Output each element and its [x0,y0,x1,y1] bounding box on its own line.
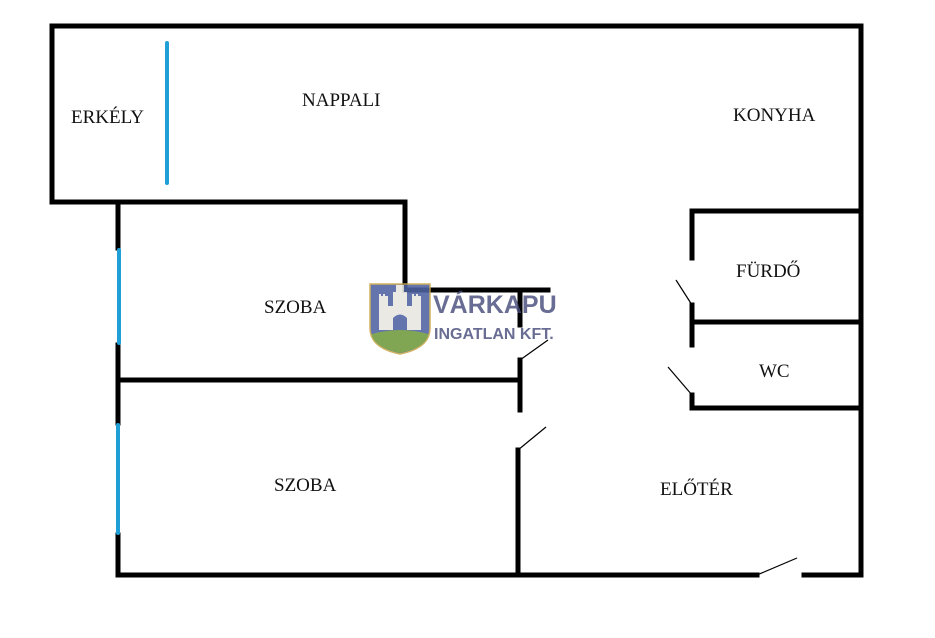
room-wall-upper [165,199,551,293]
room-label-erkely: ERKÉLY [71,106,144,128]
room-label-furdo: FÜRDŐ [736,260,800,282]
door-swing-upper-room [519,339,549,361]
room-label-konyha: KONYHA [733,105,816,126]
castle-shield-icon [369,283,431,355]
room-label-eloter: ELŐTÉR [660,478,733,500]
door-swing-lower-room [517,426,547,451]
logo-subtitle: INGATLAN KFT. [434,326,554,343]
door-swings [517,279,798,576]
door-swing-bathroom [675,279,693,306]
balcony-walls [49,23,171,205]
windows [116,41,169,535]
varkapu-logo: VÁRKAPU INGATLAN KFT. [369,283,557,355]
walls [49,23,864,578]
room-label-szoba-lower: SZOBA [274,475,337,496]
door-swing-wc [667,366,693,396]
room-label-nappali: NAPPALI [302,90,381,111]
door-swing-entry [756,557,798,576]
room-label-szoba-upper: SZOBA [264,297,327,318]
room-label-wc: WC [759,361,790,382]
logo-title: VÁRKAPU [433,290,557,319]
